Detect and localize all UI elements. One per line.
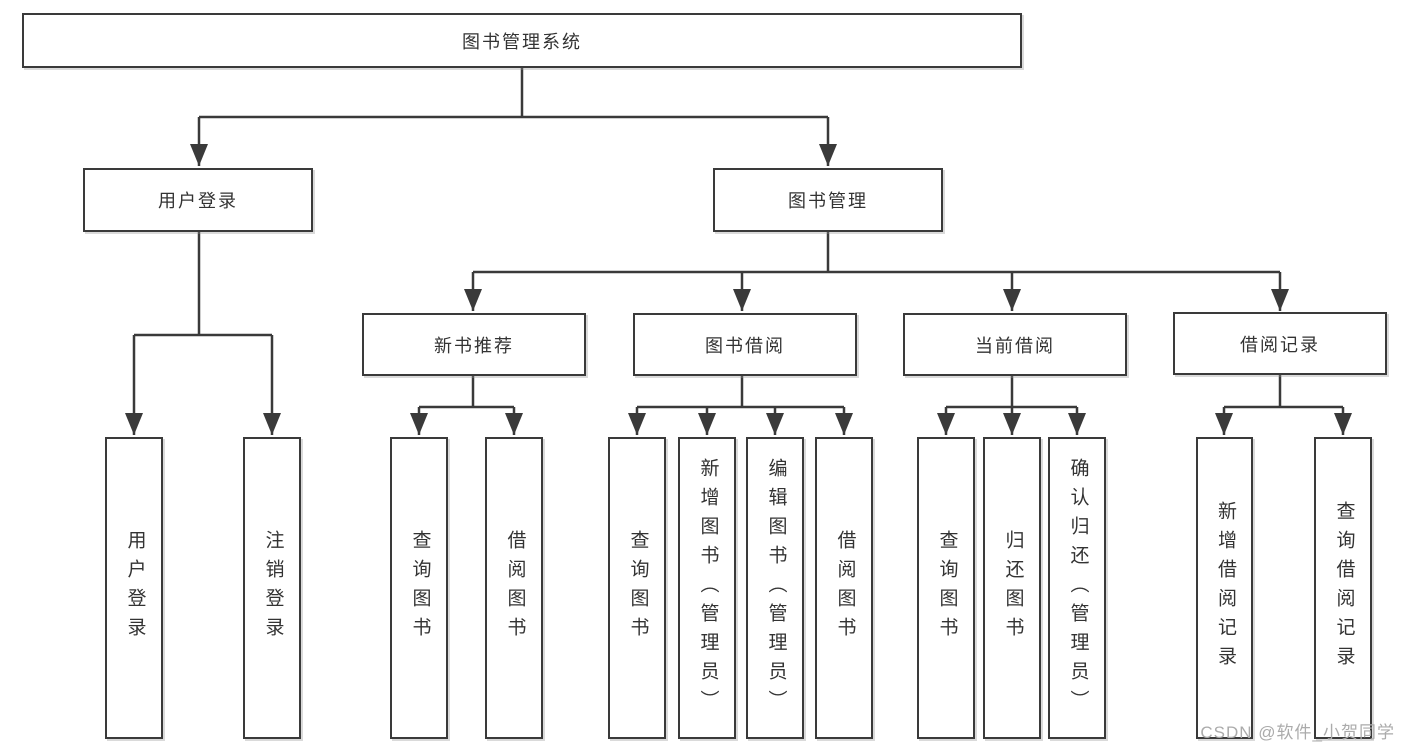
connector-recommend-trunk (419, 376, 514, 409)
node-user-login-label: 用户登录 (158, 191, 238, 211)
node-borrow-records-label: 借阅记录 (1240, 334, 1320, 355)
leaf-records-query-record: 查询借阅记录 (1314, 437, 1372, 739)
connector-records-trunk (1224, 375, 1343, 409)
connector-mgmt-trunk (473, 232, 1280, 274)
leaf-user-login: 用户登录 (105, 437, 163, 739)
leaf-current-return-books: 归还图书 (983, 437, 1041, 739)
leaf-borrow-edit-books-admin-label: 编辑图书（管理员） (765, 457, 787, 719)
leaf-borrow-add-books-admin: 新增图书（管理员） (678, 437, 736, 739)
node-root-label: 图书管理系统 (462, 31, 582, 52)
node-current-borrow: 当前借阅 (903, 313, 1127, 376)
leaf-records-add-record-label: 新增借阅记录 (1214, 501, 1236, 675)
leaf-current-return-books-label: 归还图书 (1002, 530, 1024, 646)
leaf-borrow-borrow-books-label: 借阅图书 (834, 530, 856, 646)
leaf-borrow-add-books-admin-label: 新增图书（管理员） (697, 457, 719, 719)
leaf-current-query-books: 查询图书 (917, 437, 975, 739)
leaf-logout: 注销登录 (243, 437, 301, 739)
csdn-watermark: CSDN @软件_小贺同学 (1200, 723, 1395, 742)
node-new-book-rec: 新书推荐 (362, 313, 586, 376)
connector-borrow-trunk (637, 376, 844, 409)
leaf-records-query-record-label: 查询借阅记录 (1333, 501, 1355, 675)
leaf-borrow-borrow-books: 借阅图书 (815, 437, 873, 739)
leaf-borrow-edit-books-admin: 编辑图书（管理员） (746, 437, 804, 739)
connector-login-trunk (134, 232, 272, 337)
leaf-logout-label: 注销登录 (262, 530, 284, 646)
node-book-borrow-label: 图书借阅 (705, 335, 785, 356)
node-user-login: 用户登录 (83, 168, 313, 232)
node-borrow-records: 借阅记录 (1173, 312, 1387, 375)
leaf-recommend-query-books-label: 查询图书 (409, 530, 431, 646)
leaf-recommend-query-books: 查询图书 (390, 437, 448, 739)
connector-current-trunk (946, 376, 1077, 409)
leaf-current-confirm-return-admin-label: 确认归还（管理员） (1067, 457, 1089, 719)
node-book-mgmt-label: 图书管理 (788, 191, 868, 211)
leaf-recommend-borrow-books: 借阅图书 (485, 437, 543, 739)
leaf-records-add-record: 新增借阅记录 (1196, 437, 1253, 739)
node-book-mgmt: 图书管理 (713, 168, 943, 232)
node-book-borrow: 图书借阅 (633, 313, 857, 376)
leaf-borrow-query-books-label: 查询图书 (627, 530, 649, 646)
connector-root-trunk (199, 68, 828, 119)
leaf-recommend-borrow-books-label: 借阅图书 (504, 530, 526, 646)
leaf-borrow-query-books: 查询图书 (608, 437, 666, 739)
leaf-current-query-books-label: 查询图书 (936, 530, 958, 646)
leaf-user-login-label: 用户登录 (124, 530, 146, 646)
node-current-borrow-label: 当前借阅 (975, 335, 1055, 356)
node-new-book-rec-label: 新书推荐 (434, 335, 514, 356)
leaf-current-confirm-return-admin: 确认归还（管理员） (1048, 437, 1106, 739)
node-root: 图书管理系统 (22, 13, 1022, 68)
